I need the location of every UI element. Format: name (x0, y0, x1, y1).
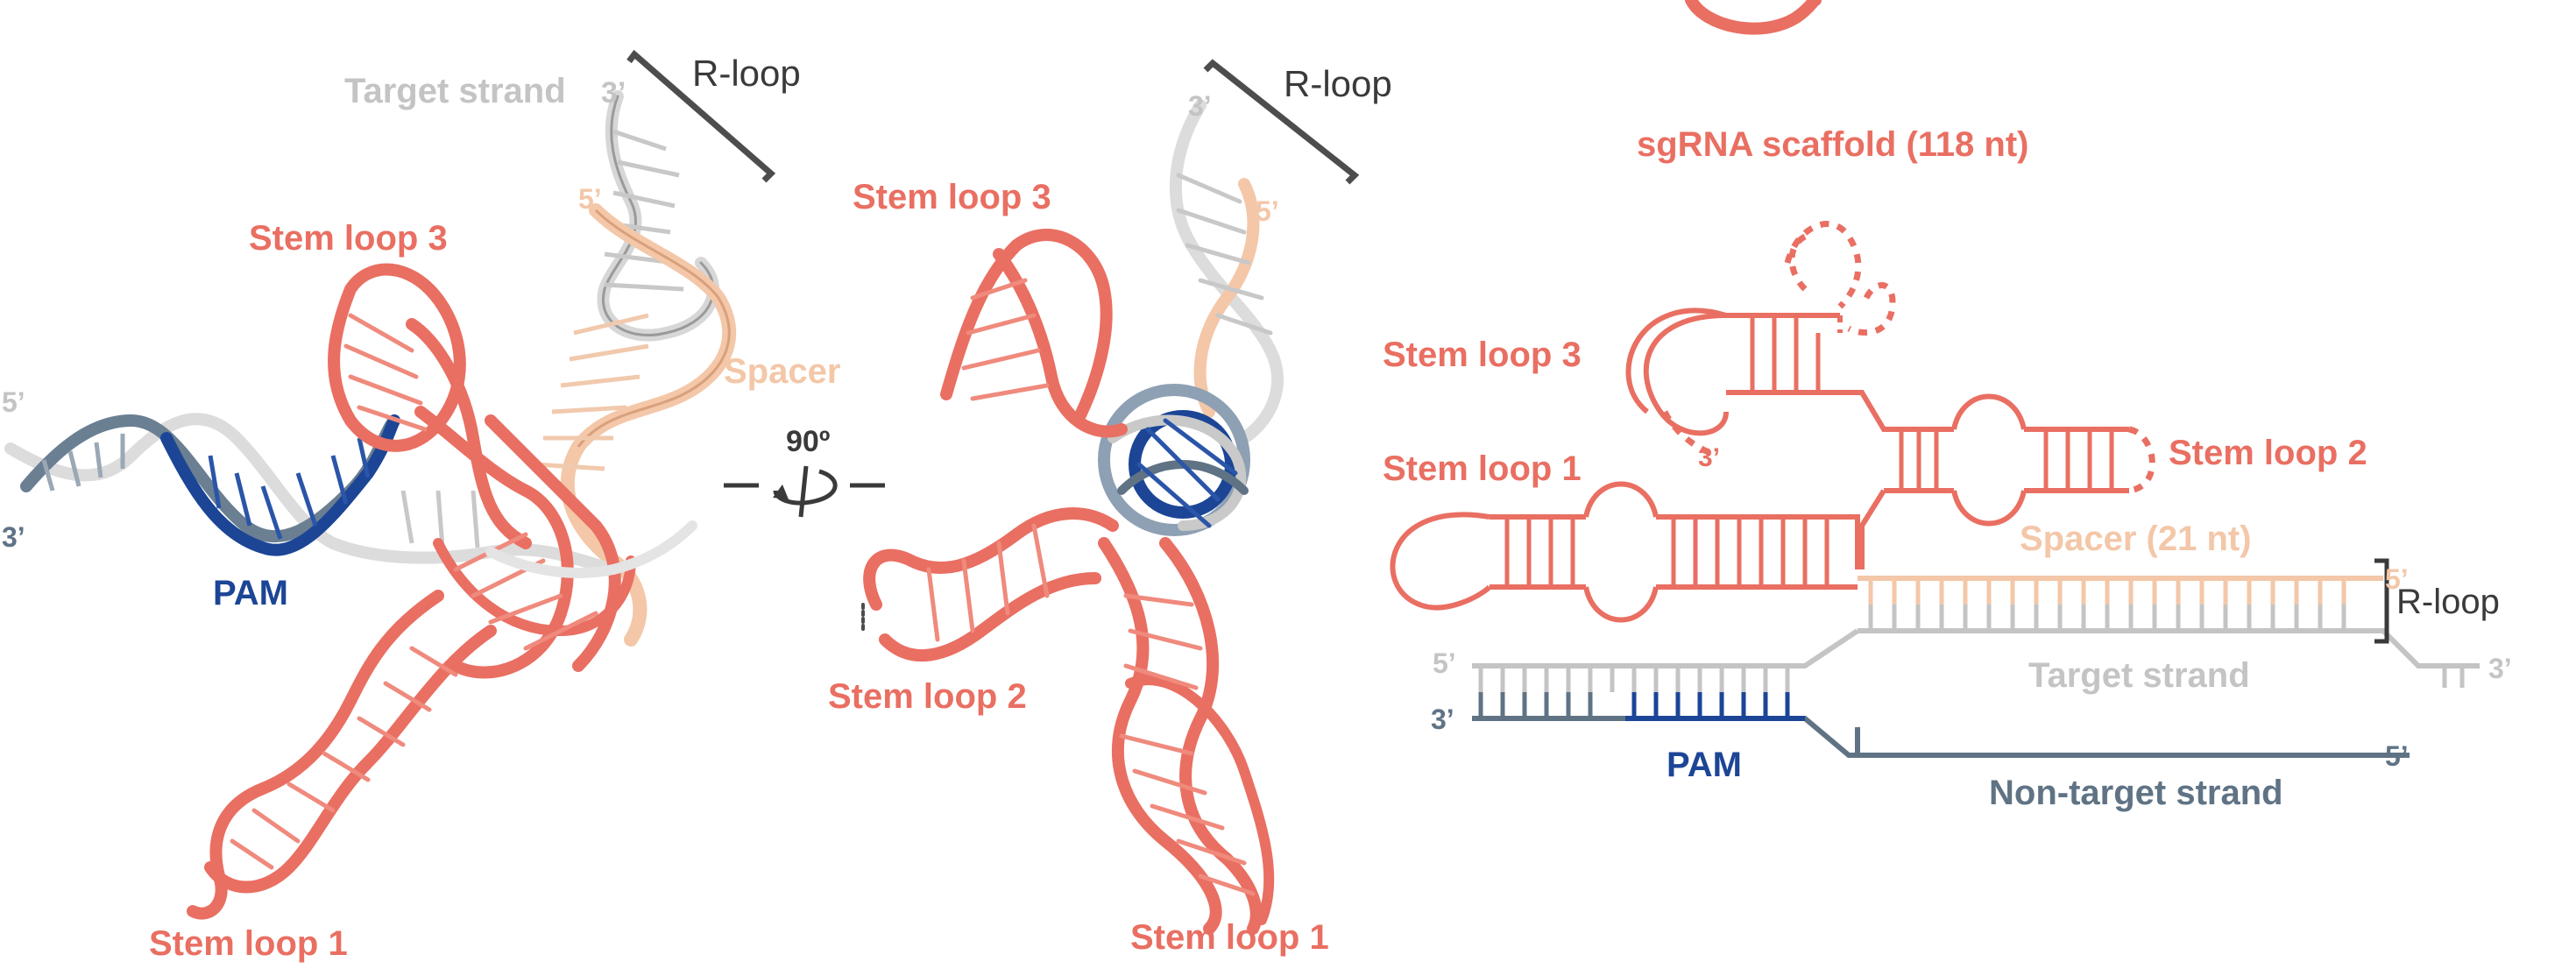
schematic-spacer-label: Spacer (21 nt) (2020, 520, 2252, 558)
schematic-r-loop-duplex (1858, 558, 2480, 688)
schematic-stem-loop-2 (1840, 390, 2155, 569)
target-strand-upper (597, 90, 720, 342)
sgrna-stem-loop-2-middle (861, 507, 1119, 662)
left-dna-3prime-label: 3’ (2, 521, 25, 553)
schematic-target-5prime-label: 5’ (1433, 647, 1456, 679)
schematic-target-strand-label: Target strand (2028, 656, 2250, 695)
dna-duplex-left-arm (4, 413, 619, 576)
schematic-stem-loop-3 (1625, 221, 1896, 459)
left-stem-loop-1-label: Stem loop 1 (149, 924, 348, 963)
schematic-stem-loop-2-label: Stem loop 2 (2169, 434, 2367, 472)
middle-structure-view: 3’ R-loop 5’ Stem loop 3 Stem loop 2 Ste… (828, 59, 1392, 957)
schematic-target-3prime-label: 3’ (2488, 653, 2512, 684)
middle-target-3prime-label: 3’ (1188, 90, 1212, 122)
rotation-angle-label: 90º (786, 425, 830, 458)
r-loop-bracket (626, 49, 776, 183)
left-spacer-label: Spacer (724, 352, 840, 391)
schematic-title: sgRNA scaffold (118 nt) (1637, 125, 2028, 164)
schematic-pam-duplex (1472, 628, 2410, 758)
middle-r-loop-label: R-loop (1284, 63, 1392, 104)
sgrna-schematic: sgRNA scaffold (118 nt) (1383, 125, 2512, 812)
left-r-loop-label: R-loop (692, 53, 801, 94)
top-rna-fragment (1685, 0, 1822, 35)
sgrna-core-left (414, 406, 636, 679)
middle-stem-loop-1-label: Stem loop 1 (1130, 918, 1329, 957)
dna-end-on-view (1098, 384, 1250, 536)
middle-spacer-5prime-label: 5’ (1256, 195, 1279, 227)
schematic-r-loop-bracket (2374, 558, 2389, 644)
schematic-nontarget-5prime-label: 5’ (2385, 740, 2409, 772)
left-pam-label: PAM (213, 574, 288, 612)
schematic-nontarget-strand-label: Non-target strand (1989, 774, 2283, 812)
left-dna-5prime-label: 5’ (2, 386, 25, 418)
schematic-stem-loop-1 (1390, 481, 1860, 623)
schematic-pam-label: PAM (1667, 746, 1742, 784)
middle-stem-loop-2-label: Stem loop 2 (828, 677, 1027, 716)
sgrna-stem-loop-3-middle (940, 229, 1128, 438)
sgrna-stem-loop-3-left (328, 263, 532, 549)
schematic-stem-loop-1-label: Stem loop 1 (1383, 449, 1582, 488)
schematic-stem-loop-3-label: Stem loop 3 (1383, 336, 1582, 374)
schematic-sgrna-3prime-label: 3’ (1698, 443, 1720, 472)
rotation-indicator: 90º (724, 425, 885, 518)
left-stem-loop-3-label: Stem loop 3 (249, 219, 448, 258)
target-strand-core-left (485, 520, 697, 578)
sgrna-stem-loop-1-left (187, 590, 497, 920)
left-spacer-5prime-label: 5’ (578, 183, 602, 215)
sgrna-stem-loop-1-middle (1098, 537, 1275, 935)
middle-r-loop-bracket (1203, 59, 1360, 185)
schematic-spacer-5prime-label: 5’ (2385, 563, 2409, 595)
schematic-r-loop-label: R-loop (2396, 583, 2500, 621)
middle-stem-loop-3-label: Stem loop 3 (853, 178, 1051, 216)
left-structure-view: Target strand 3’ R-loop 5’ Stem loop 3 S… (2, 49, 840, 963)
left-target-3prime-label: 3’ (601, 76, 626, 110)
schematic-nontarget-3prime-label: 3’ (1431, 704, 1454, 735)
left-target-strand-label: Target strand (344, 72, 566, 110)
